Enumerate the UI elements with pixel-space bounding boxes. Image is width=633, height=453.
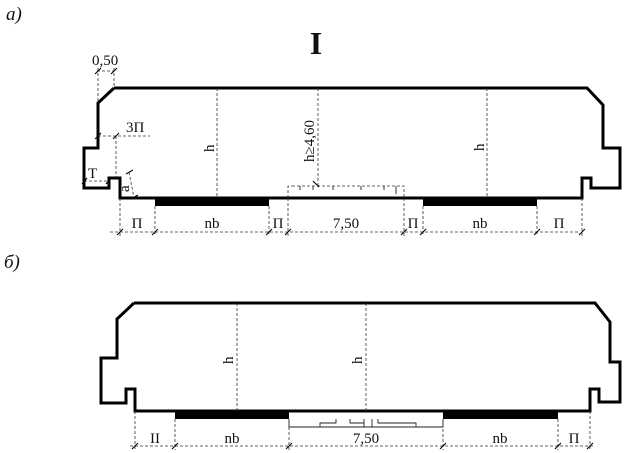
dim-notch-height: a — [117, 185, 133, 192]
panel-label-b: б) — [4, 252, 20, 273]
chain-b-4: П — [569, 431, 580, 447]
dim-height-center: h≥4,60 — [302, 120, 318, 162]
panel-b-track-right — [443, 411, 558, 419]
chain-a-1: nb — [205, 216, 220, 232]
dim-height-right: h — [472, 143, 488, 151]
dim-chamfer: 0,50 — [92, 53, 118, 69]
chain-a-4: П — [408, 216, 419, 232]
chain-b-1: nb — [225, 431, 240, 447]
dim-notch-width: T — [88, 166, 97, 182]
dim-b-height-center: h — [350, 356, 366, 364]
panel-a-track-left — [155, 198, 269, 206]
panel-b-center-platform — [288, 419, 444, 428]
chain-b-0: II — [150, 431, 160, 447]
panel-a-track-right — [423, 198, 537, 206]
section-numeral: I — [310, 25, 322, 61]
dim-height-left: h — [202, 144, 218, 152]
panel-b-bottom-chain: II nb 7,50 nb П — [130, 411, 595, 450]
chain-b-2: 7,50 — [353, 431, 379, 447]
dim-b-height-left: h — [221, 356, 237, 364]
panel-a-center-platform — [287, 185, 405, 198]
dim-offset-3p: 3П — [126, 120, 145, 136]
panel-a-section: 0,50 3П T a h h≥4,60 h — [81, 53, 622, 236]
panel-a-outline — [82, 86, 622, 200]
chain-a-2: П — [273, 216, 284, 232]
chain-a-3: 7,50 — [333, 216, 359, 232]
panel-label-a: а) — [6, 4, 22, 25]
panel-a-bottom-chain: П nb П 7,50 П nb П — [110, 198, 586, 236]
chain-a-5: nb — [473, 216, 488, 232]
chain-b-3: nb — [493, 431, 508, 447]
chain-a-6: П — [554, 216, 565, 232]
panel-b-track-left — [175, 411, 289, 419]
panel-b-section: h h II nb 7,50 nb П — [99, 301, 622, 450]
chain-a-0: П — [132, 216, 143, 232]
